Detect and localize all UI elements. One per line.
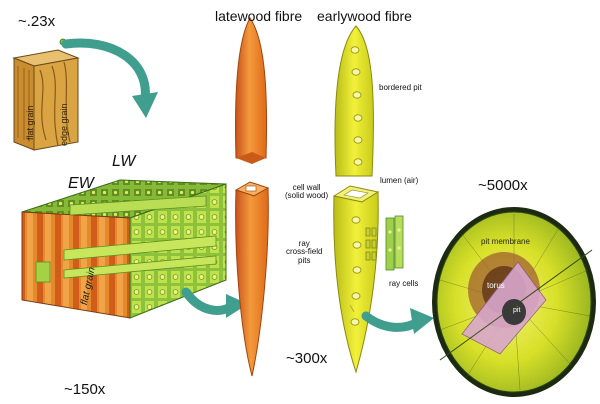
- scale-label-block: ~.23x: [18, 13, 56, 30]
- cell-wall-label: cell wall (solid wood): [285, 183, 329, 201]
- cell-block-icon: [21, 179, 227, 319]
- arrow-block-to-cells-icon: [61, 38, 158, 118]
- arrow-cells-to-fibre-icon: [181, 287, 248, 318]
- latewood-fibre-upper-icon: [235, 17, 268, 164]
- earlywood-fibre-lower-icon: [332, 185, 380, 374]
- latewood-heading: latewood fibre: [215, 8, 303, 24]
- pit-aperture-label: pit: [513, 307, 521, 314]
- lumen-label: lumen (air): [380, 176, 419, 185]
- scale-label-pit: ~5000x: [478, 177, 528, 194]
- ray-cross-field-pits-label: ray cross-field pits: [286, 239, 323, 265]
- arrow-fibre-to-pit-icon: [361, 308, 434, 334]
- bordered-pit-icon: [432, 207, 596, 397]
- earlywood-fibre-upper-icon: [334, 25, 374, 177]
- earlywood-heading: earlywood fibre: [317, 8, 412, 24]
- ray-cells-label: ray cells: [389, 279, 419, 288]
- scale-label-fibres: ~300x: [286, 350, 328, 367]
- wood-block-icon: [12, 38, 80, 151]
- latewood-fibre-lower-icon: [234, 181, 270, 377]
- bordered-pit-label: bordered pit: [379, 83, 422, 92]
- earlywood-ew-label: EW: [68, 175, 94, 192]
- block-flat-grain-label: flat grain: [25, 105, 35, 140]
- latewood-lw-label: LW: [112, 153, 136, 170]
- torus-label: torus: [487, 281, 505, 290]
- scale-label-cells: ~150x: [64, 381, 106, 398]
- pit-membrane-label: pit membrane: [481, 237, 530, 246]
- block-edge-grain-label: edge grain: [59, 103, 69, 146]
- ray-cells-icon: [385, 215, 404, 271]
